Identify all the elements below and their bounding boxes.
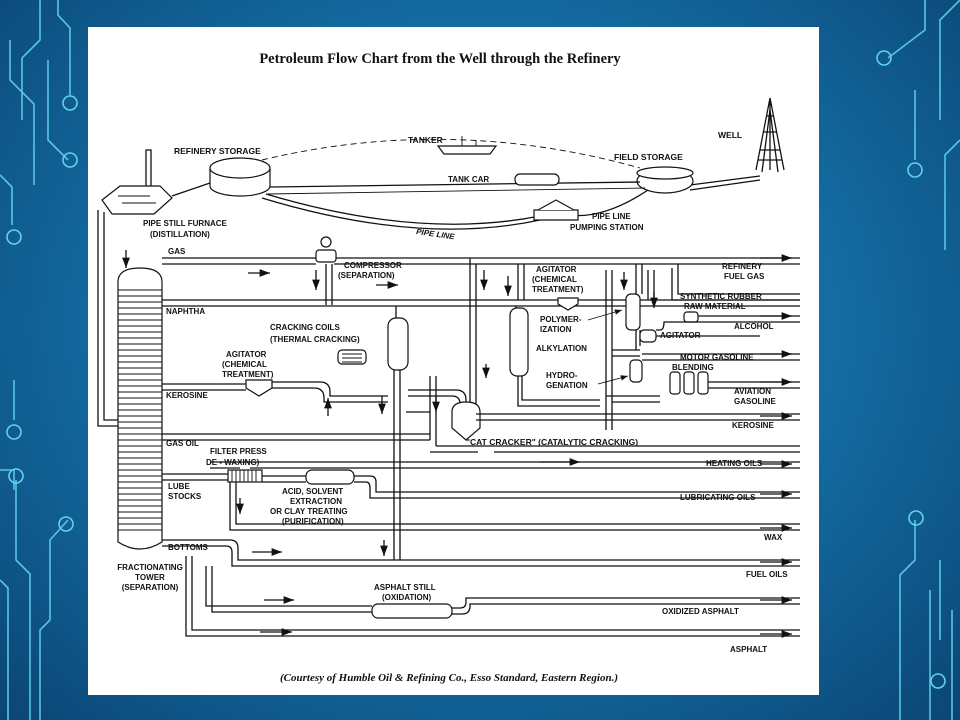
motor-gasoline-label: MOTOR GASOLINE — [680, 353, 754, 362]
filter-press — [227, 469, 263, 483]
kerosine-left-label: KEROSINE — [166, 391, 208, 400]
polymerization-label-1: POLYMER- — [540, 315, 582, 324]
pumping-station-label-1: PIPE LINE — [592, 212, 631, 221]
synthetic-rubber-label-1: SYNTHETIC RUBBER — [680, 292, 762, 301]
pipe-still-label-1: PIPE STILL FURNACE — [143, 219, 228, 228]
cracking-coils-column — [387, 317, 409, 371]
alkylation-column — [509, 307, 529, 377]
agitator-left-label-2: (CHEMICAL — [222, 360, 267, 369]
hydrogenation-label-1: HYDRO- — [546, 371, 578, 380]
tank-car-label: TANK CAR — [448, 175, 489, 184]
filter-press-label-2: DE - WAXING) — [206, 458, 260, 467]
acid-label-3: OR CLAY TREATING — [270, 507, 348, 516]
fractionating-tower — [117, 267, 163, 550]
well-label: WELL — [718, 130, 742, 140]
hydrogenation-label-2: GENATION — [546, 381, 588, 390]
agitator-left — [245, 379, 273, 397]
gas-oil-label: GAS OIL — [166, 439, 199, 448]
diagram-title: Petroleum Flow Chart from the Well throu… — [259, 51, 621, 67]
tanker-route — [261, 138, 641, 169]
cat-cracker-vessel — [451, 401, 481, 441]
refinery-fuel-gas-label-2: FUEL GAS — [724, 272, 765, 281]
pumping-station-icon — [533, 199, 579, 221]
alkylation-label: ALKYLATION — [536, 344, 587, 353]
agitator-mid-label-1: AGITATOR — [536, 265, 577, 274]
refinery-fuel-gas-label-1: REFINERY — [722, 262, 763, 271]
heating-oils-label: HEATING OILS — [706, 459, 763, 468]
oil-derrick-icon — [755, 97, 785, 173]
oxidized-asphalt-label: OXIDIZED ASPHALT — [662, 607, 739, 616]
polymerization-column — [625, 293, 641, 331]
diagram-footer: (Courtesy of Humble Oil & Refining Co., … — [280, 672, 618, 684]
fuel-oils-label: FUEL OILS — [746, 570, 788, 579]
refinery-storage-label: REFINERY STORAGE — [174, 146, 261, 156]
tanker-label: TANKER — [408, 135, 443, 145]
tower-label-3: (SEPARATION) — [122, 583, 179, 592]
polymerization-label-2: IZATION — [540, 325, 572, 334]
compressor — [315, 236, 337, 263]
lube-stocks-label-1: LUBE — [168, 482, 190, 491]
cracking-coils-heater — [337, 349, 367, 365]
pumping-station-label-2: PUMPING STATION — [570, 223, 644, 232]
tank-car-icon — [514, 173, 560, 186]
synthetic-rubber-label-2: RAW MATERIAL — [684, 302, 746, 311]
diagram-card: Petroleum Flow Chart from the Well throu… — [88, 27, 819, 695]
asphalt-still-label-1: ASPHALT STILL — [374, 583, 436, 592]
tanker-ship-icon — [436, 136, 498, 155]
lube-stocks-label-2: STOCKS — [168, 492, 202, 501]
agitator-mid-label-3: TREATMENT) — [532, 285, 584, 294]
asphalt-label: ASPHALT — [730, 645, 767, 654]
agitator-left-label-1: AGITATOR — [226, 350, 267, 359]
alcohol-label: ALCOHOL — [734, 322, 774, 331]
tower-label-1: FRACTIONATING — [117, 563, 183, 572]
kerosine-product-label: KEROSINE — [732, 421, 774, 430]
aviation-gasoline-label-2: GASOLINE — [734, 397, 776, 406]
hydrogenation-column — [629, 359, 643, 383]
blending-tanks — [669, 371, 709, 395]
gas-label: GAS — [168, 247, 186, 256]
acid-label-2: EXTRACTION — [290, 497, 342, 506]
bottoms-label: BOTTOMS — [168, 543, 209, 552]
compressor-label-2: (SEPARATION) — [338, 271, 395, 280]
agitator-left-label-3: TREATMENT) — [222, 370, 274, 379]
wax-label: WAX — [764, 533, 783, 542]
pipe-still-label-2: (DISTILLATION) — [150, 230, 210, 239]
refinery-storage-tank — [209, 157, 271, 197]
field-storage-label: FIELD STORAGE — [614, 152, 683, 162]
synthetic-rubber-tank — [683, 311, 699, 323]
acid-label-1: ACID, SOLVENT — [282, 487, 343, 496]
cracking-coils-label-2: (THERMAL CRACKING) — [270, 335, 360, 344]
cracking-coils-label-1: CRACKING COILS — [270, 323, 340, 332]
petroleum-flow-diagram: Petroleum Flow Chart from the Well throu… — [97, 51, 800, 684]
cat-cracker-label: "CAT CRACKER" (CATALYTIC CRACKING) — [466, 437, 638, 447]
pipe-still-furnace — [101, 149, 173, 215]
lubricating-oils-label: LUBRICATING OILS — [680, 493, 756, 502]
agitator-middle — [557, 297, 579, 311]
blending-label: BLENDING — [672, 363, 714, 372]
filter-press-label-1: FILTER PRESS — [210, 447, 267, 456]
acid-treating-vessel — [305, 469, 355, 485]
field-storage-tank — [636, 166, 694, 194]
asphalt-still-label-2: (OXIDATION) — [382, 593, 432, 602]
agitator-right — [639, 329, 657, 343]
compressor-label-1: COMPRESSOR — [344, 261, 402, 270]
asphalt-still-vessel — [371, 603, 453, 619]
acid-label-4: (PURIFICATION) — [282, 517, 344, 526]
tower-label-2: TOWER — [135, 573, 165, 582]
aviation-gasoline-label-1: AVIATION — [734, 387, 771, 396]
agitator-mid-label-2: (CHEMICAL — [532, 275, 577, 284]
naphtha-label: NAPHTHA — [166, 307, 205, 316]
